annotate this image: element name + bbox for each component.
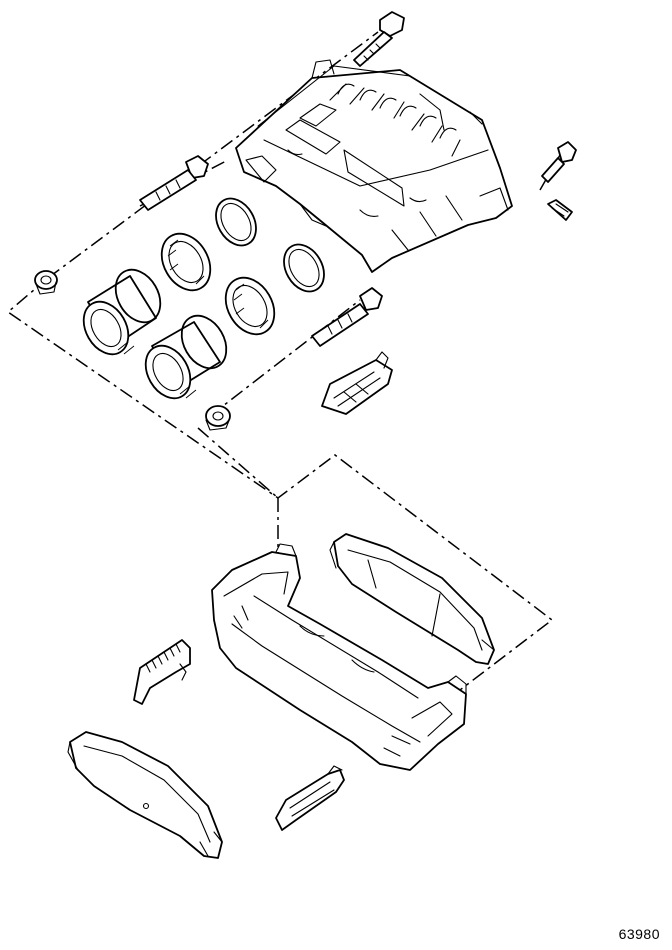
guide-pin-lower [311, 287, 383, 347]
caliper-anchor-bracket [211, 543, 467, 771]
inner-brake-pad [67, 731, 223, 859]
guide-pin-upper [139, 155, 209, 211]
figure-reference-number: 63980 [618, 926, 660, 942]
caliper-housing [235, 59, 513, 273]
anti-rattle-clip-lower [275, 765, 345, 831]
piston-seal-lower [283, 243, 325, 293]
piston-dust-boot-upper [160, 232, 212, 292]
anti-rattle-clip-upper [321, 351, 393, 415]
piston-lower [144, 314, 228, 400]
piston-upper [82, 268, 162, 356]
piston-dust-boot-lower [224, 276, 276, 336]
bleeder-screw [541, 141, 577, 221]
piston-seal-upper [215, 197, 257, 247]
pin-bushing-left [34, 270, 58, 295]
outer-brake-pad [329, 533, 495, 665]
upper-caliper-bolt [353, 11, 405, 67]
pin-bushing-lower [205, 405, 231, 431]
pad-spring-clip [133, 639, 191, 705]
